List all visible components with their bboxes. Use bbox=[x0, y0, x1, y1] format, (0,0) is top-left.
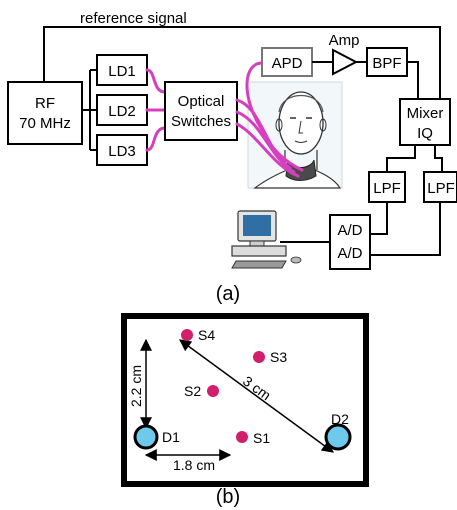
fiber-ld3 bbox=[145, 126, 167, 152]
rf-label: RF bbox=[35, 95, 55, 112]
vertical-dimension-label: 2.2 cm bbox=[128, 365, 144, 407]
apd-label: APD bbox=[272, 55, 303, 72]
amplifier-triangle bbox=[332, 48, 359, 76]
horizontal-dimension-label: 1.8 cm bbox=[173, 457, 215, 473]
mixer-label: Mixer bbox=[407, 105, 444, 122]
diagonal-dimension-arrow bbox=[179, 339, 334, 453]
mixer-iq-box bbox=[399, 98, 451, 146]
source-s3-dot bbox=[253, 351, 265, 363]
panel-b-caption: (b) bbox=[216, 486, 240, 508]
ld3-label: LD3 bbox=[108, 143, 136, 160]
computer-icon bbox=[231, 210, 302, 269]
lpf-right-box bbox=[423, 171, 457, 203]
ld2-label: LD2 bbox=[108, 103, 136, 120]
source-s2-dot bbox=[207, 385, 219, 397]
rf-to-ld-wires bbox=[82, 69, 97, 151]
fiber-to-apd bbox=[245, 61, 304, 172]
ad-top-label: A/D bbox=[337, 222, 362, 239]
ld1-label: LD1 bbox=[108, 63, 136, 80]
lpf-left-label: LPF bbox=[373, 180, 401, 197]
source-s4-label: S4 bbox=[198, 327, 215, 343]
ad-bottom-label: A/D bbox=[337, 245, 362, 262]
amp-label: Amp bbox=[329, 32, 360, 49]
lpf-right-label: LPF bbox=[427, 180, 455, 197]
optical-switches-box bbox=[164, 81, 238, 141]
source-s2-label: S2 bbox=[184, 383, 201, 399]
bpf-to-mixer-wire bbox=[407, 61, 419, 99]
source-s1-label: S1 bbox=[253, 430, 270, 446]
source-s1-dot bbox=[236, 431, 248, 443]
source-s3-label: S3 bbox=[270, 349, 287, 365]
probe-frame bbox=[121, 313, 369, 487]
detector-d1-label: D1 bbox=[162, 429, 180, 445]
bpf-label: BPF bbox=[372, 55, 401, 72]
detector-d1-circle bbox=[133, 424, 159, 450]
fiber-switch-3 bbox=[235, 122, 300, 178]
panel-a: reference signal RF 70 MHz LD1 LD2 LD3 O… bbox=[7, 10, 457, 305]
fiber-switch-2 bbox=[235, 110, 296, 174]
detector-d2-circle bbox=[324, 423, 352, 451]
bpf-box bbox=[366, 47, 408, 77]
panel-a-caption: (a) bbox=[216, 283, 240, 305]
optical-switches-label-2: Switches bbox=[171, 113, 231, 130]
optical-switches-label-1: Optical bbox=[178, 93, 225, 110]
mixer-iq-label: IQ bbox=[417, 125, 433, 142]
fiber-ld1 bbox=[145, 68, 167, 94]
reference-signal-line bbox=[43, 26, 441, 99]
reference-signal-label: reference signal bbox=[80, 10, 187, 27]
ad-box bbox=[329, 214, 371, 270]
rf-frequency-label: 70 MHz bbox=[19, 115, 71, 132]
rf-source-box bbox=[7, 81, 83, 145]
source-s4-dot bbox=[181, 329, 193, 341]
lpf-to-ad-wires bbox=[370, 202, 441, 256]
ld3-box bbox=[96, 134, 148, 166]
apd-box bbox=[261, 47, 313, 77]
panel-b: 2.2 cm 1.8 cm 3 cm S1 S2 S3 S4 D1 D2 (b) bbox=[121, 313, 369, 508]
detector-d2-label: D2 bbox=[331, 411, 349, 427]
mixer-to-lpf-wires bbox=[386, 145, 443, 172]
